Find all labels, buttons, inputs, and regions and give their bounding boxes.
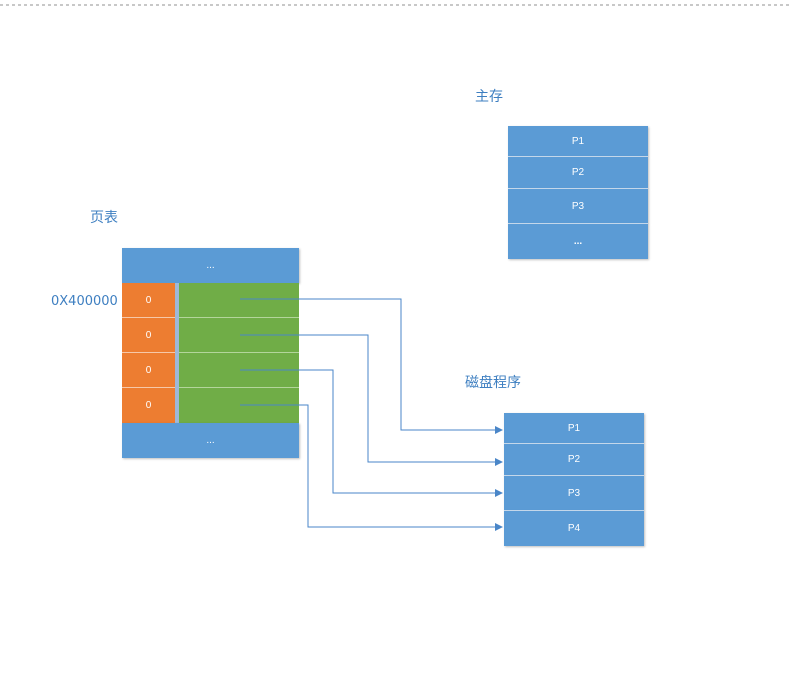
arrow-entry4-to-p4 — [240, 404, 503, 531]
page-table-flag: 0 — [122, 353, 175, 388]
arrow-entry3-to-p3 — [240, 369, 503, 497]
page-table-flag: 0 — [122, 318, 175, 353]
disk-program-cell: P3 — [504, 476, 644, 511]
main-memory-cell: P3 — [508, 189, 648, 224]
disk-program-cell: P4 — [504, 511, 644, 546]
disk-program-cell: P2 — [504, 444, 644, 476]
main-memory-cell: ... — [508, 224, 648, 259]
page-table-address: 0X400000 — [51, 294, 118, 309]
page-table-title: 页表 — [90, 210, 118, 226]
page-table-divider — [175, 283, 179, 423]
disk-program-title: 磁盘程序 — [465, 375, 521, 391]
page-table-bottom-cell: ... — [122, 423, 299, 458]
disk-program-cell: P1 — [504, 413, 644, 444]
page-table-flag: 0 — [122, 388, 175, 423]
page-table-flag: 0 — [122, 283, 175, 318]
arrow-entry2-to-p2 — [240, 334, 503, 466]
top-dotted-border — [0, 4, 791, 6]
main-memory-title: 主存 — [475, 89, 503, 105]
main-memory-cell: P1 — [508, 126, 648, 157]
arrow-entry1-to-p1 — [240, 298, 503, 434]
main-memory-cell: P2 — [508, 157, 648, 189]
page-table-entry — [179, 283, 299, 318]
page-table-top-cell: ... — [122, 248, 299, 283]
